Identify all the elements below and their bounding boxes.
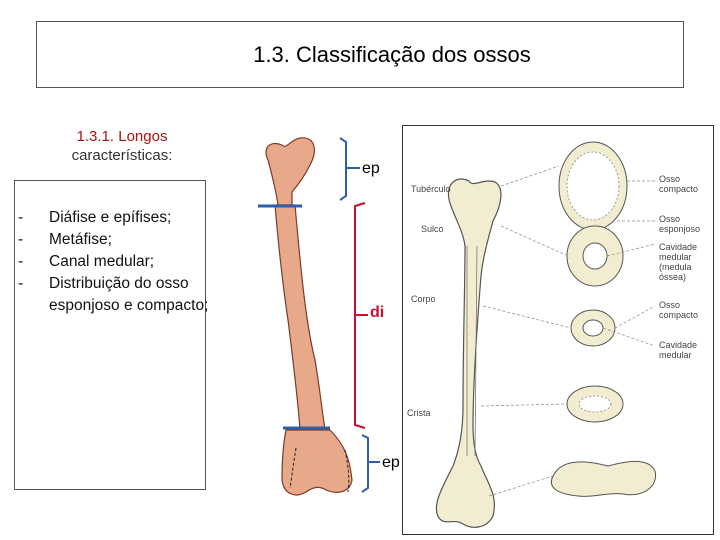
title-box: 1.3. Classificação dos ossos (36, 21, 684, 88)
label-corpo: Corpo (411, 294, 436, 304)
cross-section-4 (566, 385, 624, 423)
label-diaphysis: di (370, 304, 385, 321)
slide-title: 1.3. Classificação dos ossos (253, 41, 531, 67)
label-osso-esponjoso: Osso esponjoso (659, 214, 701, 234)
list-item: -Metáfise; (18, 231, 112, 248)
bracket-top (339, 137, 360, 169)
subtitle-line-1: 1.3.1. Longos (76, 128, 168, 145)
cross-section-bottom (551, 460, 657, 497)
cross-section-2 (566, 225, 624, 287)
label-crista: Crista (407, 408, 431, 418)
cross-section-3 (570, 309, 616, 347)
cross-section-drawing (435, 141, 657, 528)
label-sulco: Sulco (421, 224, 444, 234)
label-tuberculo: Tubérculo (411, 184, 451, 194)
label-epiphysis-bottom: ep (382, 454, 400, 471)
section-subtitle: 1.3.1. Longos características: (52, 127, 192, 165)
label-osso-compacto-2: Osso compacto (659, 300, 699, 320)
bone-cross-section-panel: Tubérculo Sulco Corpo Crista Osso compac… (402, 125, 714, 535)
subtitle-line-2: características: (71, 147, 173, 164)
label-epiphysis-top: ep (362, 160, 380, 177)
cross-section-top (558, 141, 628, 231)
label-cavidade-medular-1: Cavidade medular (medula óssea) (659, 242, 698, 282)
femur-bone (265, 137, 353, 496)
characteristics-box: -Diáfise e epífises; -Metáfise; -Canal m… (14, 180, 209, 490)
label-cavidade-medular-2: Cavidade medular (659, 340, 698, 360)
list-item: -Canal medular; (18, 253, 155, 270)
list-item: -Distribuição do osso esponjoso e compac… (18, 275, 209, 314)
bracket-middle (354, 202, 368, 316)
label-osso-compacto-1: Osso compacto (659, 174, 699, 194)
list-item: -Diáfise e epífises; (18, 209, 172, 226)
long-bone-outline (435, 178, 502, 528)
bracket-bottom (361, 434, 380, 463)
characteristics-list: -Diáfise e epífises; -Metáfise; -Canal m… (15, 207, 209, 317)
